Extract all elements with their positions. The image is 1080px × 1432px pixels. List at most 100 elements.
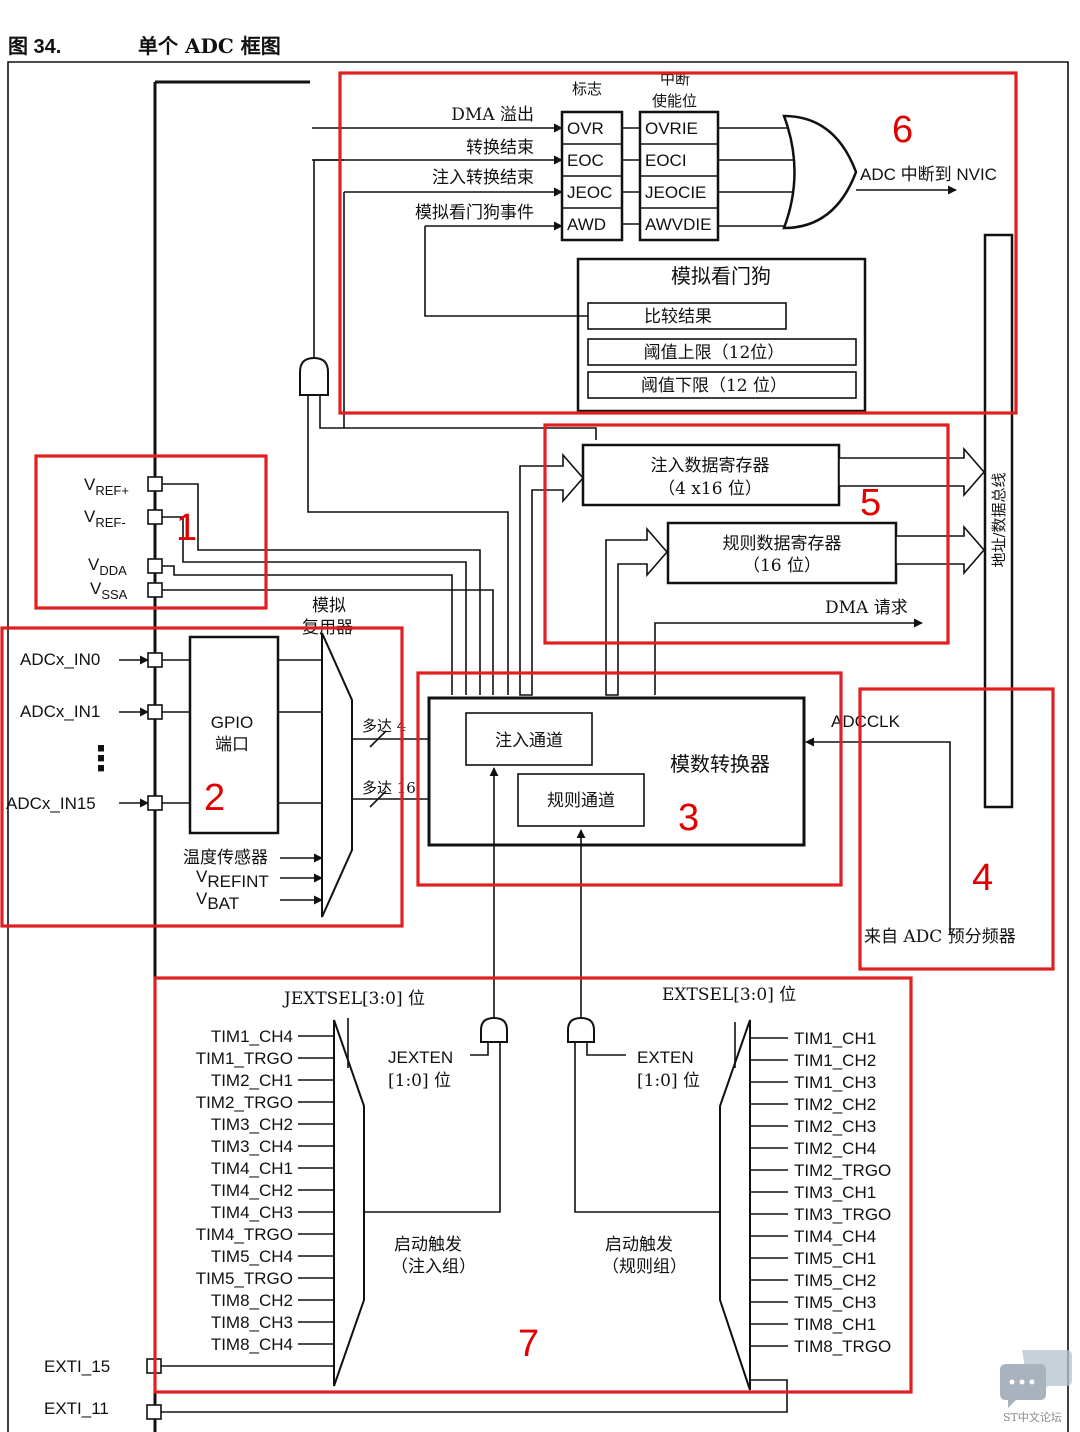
pin-to-gpio: [162, 659, 190, 804]
injected-trigger-label: 启动触发: [394, 1235, 462, 1255]
address-data-bus: [983, 233, 1014, 809]
injected-source-label: TIM2_TRGO: [196, 1093, 293, 1112]
channel-in15: ADCx_IN15: [6, 794, 96, 813]
highlight-region-4: [858, 687, 1055, 971]
input-dma-overrun: DMA 溢出: [451, 105, 534, 125]
channel-in1: ADCx_IN1: [20, 702, 100, 721]
enable-header-line2: 使能位: [652, 92, 697, 110]
regular-source-label: TIM2_TRGO: [794, 1161, 891, 1180]
exten-bits: [1:0] 位: [637, 1071, 700, 1091]
eoc-route: [313, 159, 344, 358]
channel-in0: ADCx_IN0: [20, 650, 100, 669]
injected-source-label: TIM2_CH1: [211, 1071, 293, 1090]
status-bit: OVR: [567, 119, 604, 138]
enable-bit: OVRIE: [645, 119, 698, 138]
regular-source-label: TIM4_CH4: [794, 1227, 876, 1246]
highlight-region-3: [416, 671, 843, 887]
regular-register-size: （16 位）: [743, 556, 821, 576]
jexten-and-gate: [480, 1016, 508, 1043]
exti11-line: [161, 1379, 788, 1413]
regular-data-register: [666, 521, 898, 585]
vref-minus-route: [162, 516, 467, 695]
channel-ellipsis: ⋮: [84, 740, 118, 778]
regular-source-label: TIM2_CH2: [794, 1095, 876, 1114]
injected-source-label: TIM8_CH3: [211, 1313, 293, 1332]
regular-channel: 规则通道: [547, 791, 615, 811]
injected-data-path: [519, 452, 585, 696]
injected-trigger-feed: [364, 1042, 501, 1213]
injected-source-label: TIM4_TRGO: [196, 1225, 293, 1244]
highlight-region-1: [34, 454, 268, 610]
in15-pin: [147, 795, 163, 811]
vdda-label: VDDA: [88, 555, 127, 578]
high-threshold-box: [587, 338, 857, 366]
adcclk-line: [805, 737, 951, 935]
and-left-leg: [307, 395, 509, 695]
highlight-region-6: [338, 71, 1018, 415]
gpio-port: [188, 635, 280, 835]
injected-source-label: TIM1_TRGO: [196, 1049, 293, 1068]
regular-channel-box: [517, 773, 645, 827]
vssa-route: [162, 589, 494, 695]
vssa-label: VSSA: [90, 579, 128, 602]
regular-source-label: TIM8_CH1: [794, 1315, 876, 1334]
injected-source-label: TIM8_CH4: [211, 1335, 293, 1354]
gpio-port-label: 端口: [215, 735, 249, 755]
regular-source-label: TIM1_CH3: [794, 1073, 876, 1092]
injected-source-label: TIM5_CH4: [211, 1247, 293, 1266]
bus-label: 地址/数据总线: [990, 472, 1008, 567]
regular-source-label: TIM1_CH2: [794, 1051, 876, 1070]
highlight-region-7: [153, 976, 913, 1394]
exten-label: EXTEN: [637, 1048, 694, 1067]
enable-bit: JEOCIE: [645, 183, 706, 202]
dma-request: DMA 请求: [825, 598, 908, 618]
vref-minus-pin: [147, 509, 163, 525]
injected-trigger-group: （注入组）: [391, 1257, 476, 1277]
gpio-label: GPIO: [211, 713, 254, 732]
eoc-and-gate: [299, 356, 329, 396]
supply-pins: VREF+ VREF- VDDA VSSA: [84, 475, 129, 602]
injected-channel-box: [465, 712, 593, 766]
vref-plus-label: VREF+: [84, 475, 129, 498]
region-number-5: 5: [860, 482, 881, 524]
prescaler-label: 来自 ADC 预分频器: [864, 927, 1016, 947]
vref-plus-route: [162, 483, 481, 695]
injected-channel: 注入通道: [495, 731, 563, 751]
low-threshold-box: [587, 371, 857, 399]
regular-trigger-label: 启动触发: [605, 1235, 673, 1255]
input-awd-event: 模拟看门狗事件: [415, 203, 534, 223]
upto-4: 多达 4: [362, 717, 406, 735]
vdda-route: [162, 565, 453, 695]
vref-plus-pin: [147, 476, 163, 492]
upto-16: 多达 16: [362, 779, 416, 797]
vrefint-label: VREFINT: [196, 867, 269, 891]
enable-bit: EOCI: [645, 151, 687, 170]
or-gate-inputs: [718, 127, 800, 227]
bus-slashes: [369, 730, 387, 808]
converter-title: 模数转换器: [670, 752, 770, 776]
region-number-6: 6: [892, 109, 913, 151]
extsel-label: EXTSEL[3:0] 位: [662, 985, 796, 1005]
in0-pin: [147, 652, 163, 668]
input-jeoc: 注入转换结束: [432, 168, 534, 188]
vdda-pin: [147, 558, 163, 574]
injected-data-register: [581, 443, 841, 507]
gpio-to-mux: [278, 659, 322, 804]
regular-source-label: TIM2_CH4: [794, 1139, 876, 1158]
status-bit: AWD: [567, 215, 606, 234]
region-number-1: 1: [176, 507, 197, 549]
regular-data-path: [605, 526, 669, 696]
and-right-leg: [319, 395, 597, 440]
or-gate: [782, 114, 858, 230]
highlight-region-5: [543, 423, 950, 645]
injected-source-label: TIM3_CH2: [211, 1115, 293, 1134]
watermark-logo: [1000, 1350, 1072, 1408]
exten-input: [586, 1042, 626, 1056]
watermark-text: ST中文论坛: [1003, 1410, 1062, 1424]
injected-source-label: TIM1_CH4: [211, 1027, 293, 1046]
exten-and-gate: [567, 1016, 595, 1043]
adcclk-label: ADCCLK: [831, 712, 901, 731]
